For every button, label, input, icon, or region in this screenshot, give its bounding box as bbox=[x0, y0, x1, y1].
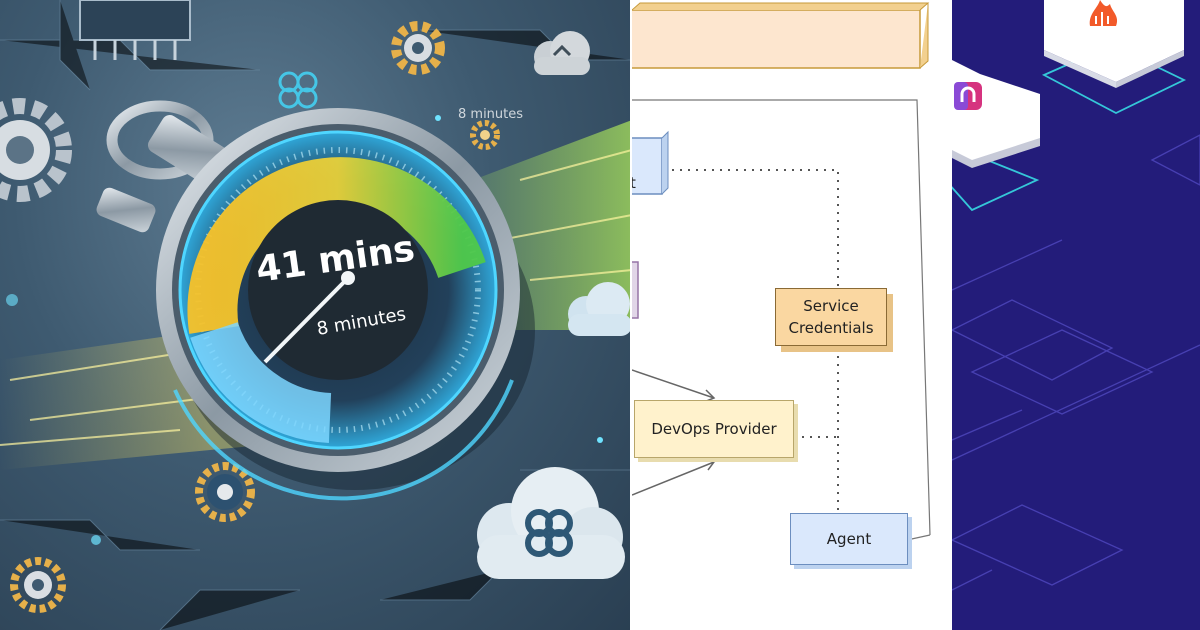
devops-provider-node: DevOps Provider bbox=[634, 400, 794, 458]
glow-particles bbox=[6, 115, 603, 545]
stopwatch: 41 mins 8 minutes bbox=[96, 100, 535, 501]
diamond-outlines bbox=[952, 134, 1200, 591]
agent-node: Agent bbox=[790, 513, 908, 565]
panel-divider bbox=[630, 0, 632, 630]
stopwatch-button-side bbox=[96, 187, 156, 233]
flame-icon bbox=[1089, 0, 1118, 26]
microchip-icon bbox=[79, 0, 191, 60]
agent-label: Agent bbox=[826, 530, 872, 548]
cloud-icon bbox=[534, 31, 590, 75]
clipped-node bbox=[632, 137, 663, 195]
gear-icon bbox=[10, 557, 66, 613]
architecture-diagram: t Service Credentials DevOps Provider Ag… bbox=[632, 0, 952, 630]
butterfly-icon bbox=[278, 71, 318, 109]
service-credentials-node: Service Credentials bbox=[775, 288, 887, 346]
flame-cube bbox=[1044, 0, 1184, 88]
dotted-connectors bbox=[672, 169, 839, 510]
stopwatch-illustration: 8 minutes bbox=[0, 0, 632, 630]
diagram-top-box bbox=[632, 9, 921, 69]
background-caption: 8 minutes bbox=[458, 107, 523, 122]
cube-graphic bbox=[952, 0, 1200, 630]
gear-icon bbox=[470, 120, 500, 150]
magnet-cube bbox=[952, 60, 1040, 168]
service-credentials-label: Service Credentials bbox=[788, 297, 874, 337]
devops-provider-label: DevOps Provider bbox=[651, 420, 777, 438]
clipped-node-label: t bbox=[632, 174, 636, 192]
cloud-icon bbox=[568, 282, 632, 336]
clipped-node-purple bbox=[632, 261, 639, 319]
cloud-icon bbox=[477, 467, 625, 579]
gear-icon bbox=[391, 21, 445, 75]
gear-icon bbox=[0, 98, 72, 202]
cube-scene bbox=[952, 0, 1200, 591]
magnet-icon bbox=[954, 82, 982, 110]
diagram-connectors: t bbox=[632, 2, 931, 541]
gear-icon bbox=[195, 462, 255, 522]
stopwatch-needle bbox=[263, 276, 350, 364]
stopwatch-scene: 8 minutes bbox=[0, 0, 632, 630]
